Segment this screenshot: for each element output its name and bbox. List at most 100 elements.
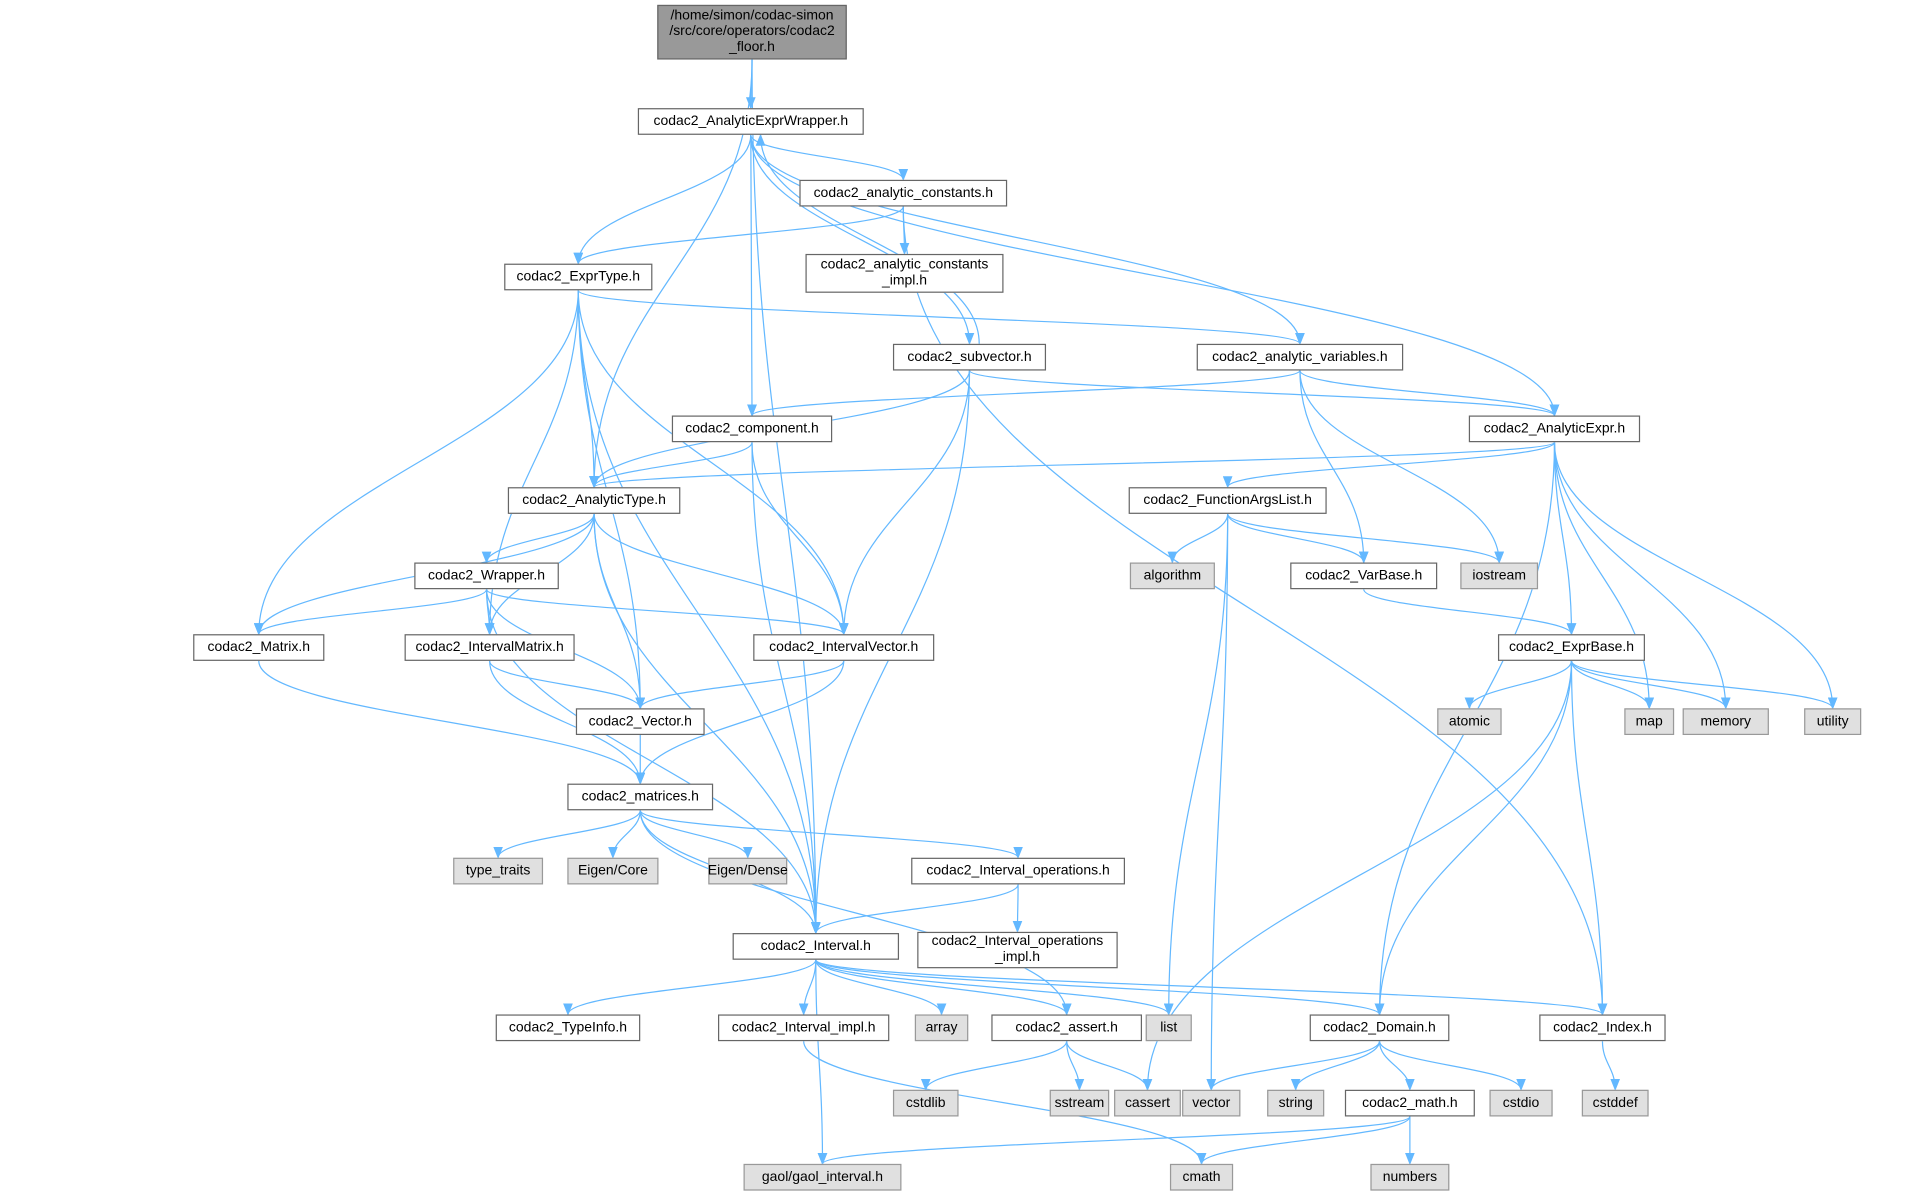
node-vector[interactable]: vector [1182,1089,1241,1117]
node-iostream[interactable]: iostream [1460,562,1539,590]
edge-exprtype-to-ivector [577,290,849,636]
node-fargs[interactable]: codac2_FunctionArgsList.h [1128,487,1327,514]
node-list[interactable]: list [1145,1014,1192,1042]
edge-aexpr-to-exprbase [1553,442,1577,636]
edge-component-to-ivector [751,442,849,636]
edge-domain-to-math [1378,1041,1415,1091]
edge-fargs-to-algorithm [1167,513,1229,564]
node-matrices[interactable]: codac2_matrices.h [567,783,714,811]
edge-fargs-to-iostream [1227,513,1504,564]
node-subvector[interactable]: codac2_subvector.h [892,343,1047,371]
edge-aconst-to-exprtype [573,206,904,265]
node-typeinfo[interactable]: codac2_TypeInfo.h [495,1014,641,1042]
node-cmath[interactable]: cmath [1169,1163,1234,1191]
edge-aconst-to-index [902,206,1608,1016]
edge-ivector-to-vector_h [635,660,845,710]
edge-matrices-to-eigen_core [608,810,641,859]
node-cstdlib[interactable]: cstdlib [892,1089,959,1117]
edge-matrices-to-eigen_dense [639,810,753,859]
edge-component-to-interval [751,442,821,935]
node-matrix[interactable]: codac2_Matrix.h [193,634,325,661]
edge-matrices-to-assert [639,810,1072,1016]
node-aew[interactable]: codac2_AnalyticExprWrapper.h [637,108,864,135]
edge-interval-to-index [815,959,1607,1016]
edge-imatrix-to-matrices [488,660,646,785]
edge-interval-to-array [815,959,947,1016]
edge-exprtype-to-avars [577,289,1305,346]
node-aconst-impl[interactable]: codac2_analytic_constants _impl.h [805,253,1004,293]
node-eigen-dense[interactable]: Eigen/Dense [708,857,788,885]
edge-avars-to-varbase [1299,370,1369,564]
node-algorithm[interactable]: algorithm [1129,562,1215,590]
edge-exprtype-to-matrix [253,290,579,636]
edge-math-to-cmath [1196,1116,1411,1166]
node-imatrix[interactable]: codac2_IntervalMatrix.h [404,634,575,661]
edge-atype-to-interval [593,513,821,935]
edge-aew-to-component [747,134,757,417]
node-aexpr[interactable]: codac2_AnalyticExpr.h [1468,415,1641,443]
edge-floor-to-interval [751,59,821,935]
edge-interval-to-typeinfo [563,959,817,1016]
node-exprtype[interactable]: codac2_ExprType.h [504,263,653,291]
node-sstream[interactable]: sstream [1049,1089,1110,1117]
edge-exprbase-to-map [1570,660,1655,710]
edge-aew-to-subvector [750,134,975,346]
edge-aexpr-to-fargs [1222,441,1556,489]
edge-matrix-to-matrices [258,660,646,785]
node-wrapper[interactable]: codac2_Wrapper.h [414,562,559,590]
node-iops[interactable]: codac2_Interval_operations.h [911,857,1125,885]
node-cstdio[interactable]: cstdio [1489,1089,1553,1117]
edge-index-to-cstddef [1601,1041,1621,1091]
edge-wrapper-to-ivector [485,588,849,636]
node-eigen-core[interactable]: Eigen/Core [567,857,659,885]
edge-domain-to-cstdio [1378,1040,1526,1091]
node-atype[interactable]: codac2_AnalyticType.h [507,487,681,514]
edge-avars-to-iostream [1299,370,1505,564]
node-numbers[interactable]: numbers [1370,1163,1450,1191]
node-utility[interactable]: utility [1804,708,1862,736]
edge-fargs-to-vector [1206,513,1229,1091]
edge-exprbase-to-memory [1570,660,1731,710]
node-cstddef[interactable]: cstddef [1581,1089,1649,1117]
edge-ivector-to-matrices [635,660,845,785]
edge-matrices-to-iops [639,809,1023,859]
node-atomic[interactable]: atomic [1437,708,1502,736]
node-gaol[interactable]: gaol/gaol_interval.h [743,1163,902,1191]
node-math[interactable]: codac2_math.h [1344,1089,1475,1117]
node-ivector[interactable]: codac2_IntervalVector.h [753,634,935,661]
edge-aew-to-aexpr [750,134,1560,417]
node-map[interactable]: map [1624,708,1675,736]
edge-assert-to-cassert [1066,1041,1153,1091]
node-memory[interactable]: memory [1682,708,1769,736]
node-aconst[interactable]: codac2_analytic_constants.h [799,179,1008,207]
node-assert[interactable]: codac2_assert.h [991,1014,1143,1042]
node-index[interactable]: codac2_Index.h [1539,1014,1666,1042]
node-interval[interactable]: codac2_Interval.h [732,933,900,960]
edge-exprbase-to-atomic [1464,660,1573,710]
node-interval-impl[interactable]: codac2_Interval_impl.h [718,1014,890,1042]
node-type-traits[interactable]: type_traits [453,857,544,885]
node-component[interactable]: codac2_component.h [671,415,833,443]
edge-aew-to-exprtype [573,134,752,265]
node-exprbase[interactable]: codac2_ExprBase.h [1497,634,1645,661]
node-avars[interactable]: codac2_analytic_variables.h [1196,343,1404,371]
node-array[interactable]: array [914,1014,969,1042]
node-floor[interactable]: /home/simon/codac-simon /src/core/operat… [657,4,847,60]
edge-interval-to-gaol [815,959,828,1166]
edge-matrices-to-type_traits [493,810,641,859]
edge-iops-to-iops_impl [1012,884,1023,934]
edge-wrapper-to-matrix [254,588,488,636]
edge-subvector-to-aew [755,133,980,344]
node-vector-h[interactable]: codac2_Vector.h [575,708,705,736]
edge-exprbase-to-index [1570,660,1608,1016]
edge-aexpr-to-memory [1553,442,1731,710]
edge-fargs-to-varbase [1227,513,1369,564]
node-iops-impl[interactable]: codac2_Interval_operations _impl.h [917,931,1118,969]
node-cassert[interactable]: cassert [1114,1089,1181,1117]
node-varbase[interactable]: codac2_VarBase.h [1290,562,1438,590]
edge-aexpr-to-utility [1553,442,1838,710]
node-domain[interactable]: codac2_Domain.h [1309,1014,1450,1042]
edge-iops-to-interval [811,884,1019,935]
node-string[interactable]: string [1267,1089,1325,1117]
